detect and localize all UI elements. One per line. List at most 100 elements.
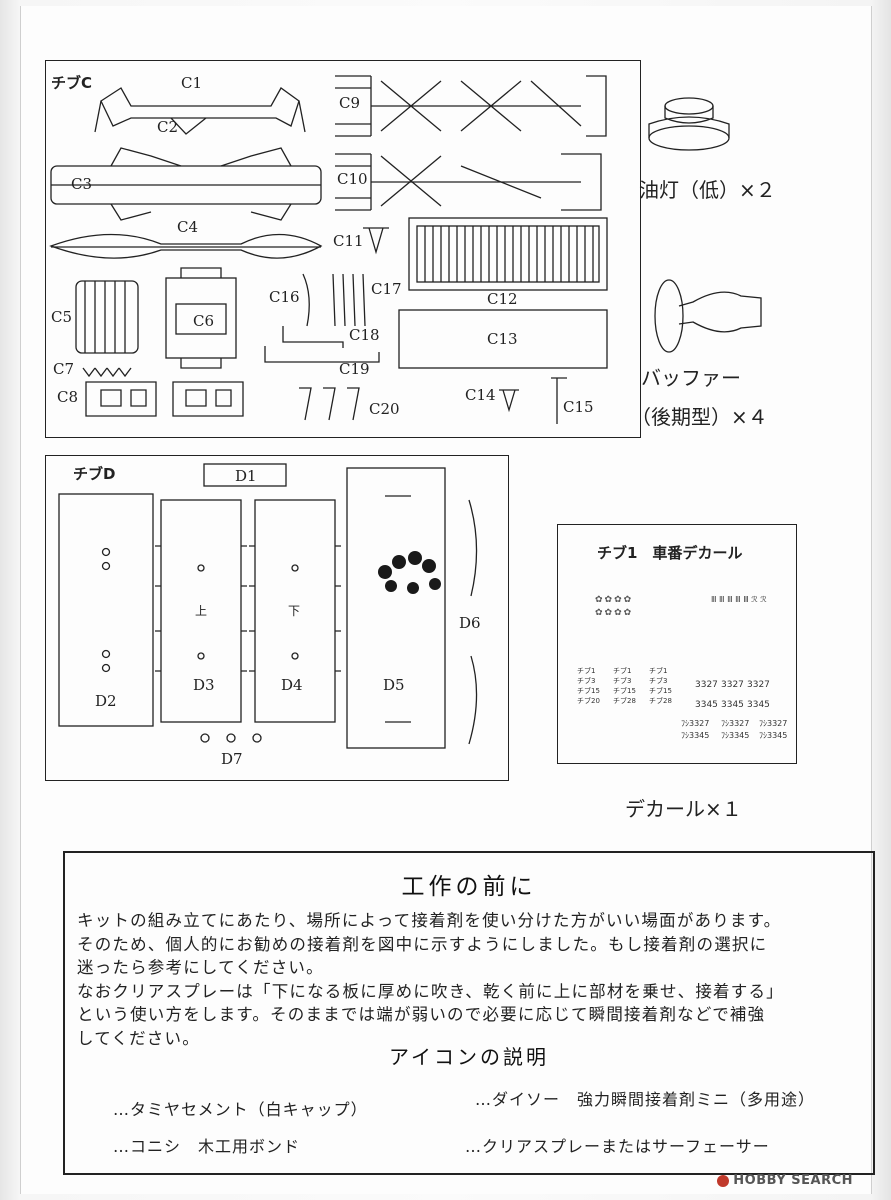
label-c15: C15 [563, 398, 594, 416]
decal-prefixed-3345-a: ﾌｼ3345 [681, 731, 710, 740]
part-d6-drawing [468, 499, 478, 745]
watermark: HOBBY SEARCH [717, 1173, 853, 1188]
label-c10: C10 [337, 170, 368, 188]
label-d2: D2 [95, 692, 117, 710]
notice-body: キットの組み立てにあたり、場所によって接着剤を使い分けた方がいい場面があります。… [77, 909, 867, 1050]
legend-tamiya-text: …タミヤセメント（白キャップ） [113, 1100, 368, 1119]
label-c4: C4 [177, 218, 199, 236]
label-d5: D5 [383, 676, 405, 694]
decal-3327-c: 3327 [747, 680, 770, 690]
decal-mid-num-4: チブ28 [613, 697, 636, 705]
sprue-d-header: チブD [73, 465, 116, 483]
decal-mid-num-2: チブ3 [613, 677, 632, 685]
part-c7-drawing [82, 367, 132, 378]
notice-line-1: キットの組み立てにあたり、場所によって接着剤を使い分けた方がいい場面があります。 [77, 911, 782, 930]
legend-konishi-text: …コニシ 木工用ボンド [113, 1137, 301, 1156]
notice-line-6: してください。 [77, 1028, 200, 1048]
part-c8-drawing [85, 381, 157, 417]
decal-label: デカール×１ [625, 797, 742, 821]
decal-right-num-2: チブ3 [649, 677, 668, 685]
sprue-c-header: チブC [51, 74, 93, 92]
instruction-sheet: チブC チブD [20, 6, 875, 1194]
label-c5: C5 [51, 308, 73, 326]
part-d4-drawing [254, 499, 336, 723]
label-c9: C9 [339, 94, 361, 112]
label-c11: C11 [333, 232, 364, 250]
icon-legend-title: アイコンの説明 [389, 1045, 549, 1069]
decal-left-num-1: チブ1 [577, 667, 596, 675]
part-c1-drawing [100, 87, 300, 127]
decal-left-num-2: チブ3 [577, 677, 596, 685]
sprue-d-frame [45, 455, 509, 781]
notice-box: 工作の前に キットの組み立てにあたり、場所によって接着剤を使い分けた方がいい場面… [63, 851, 875, 1175]
part-c13-drawing [398, 309, 608, 369]
decal-3345-a: 3345 [695, 700, 718, 710]
decal-bar-marks: Ⅲ Ⅲ Ⅲ Ⅲ Ⅲ ℛ ℛ [711, 595, 767, 604]
decal-prefixed-3327-a: ﾌｼ3327 [681, 719, 710, 728]
decal-left-num-3: チブ15 [577, 687, 600, 695]
decal-3345-c: 3345 [747, 700, 770, 710]
notice-line-2: そのため、個人的にお勧めの接着剤を図中に示すようにしました。もし接着剤の選択に [77, 934, 768, 954]
label-c3: C3 [71, 175, 93, 193]
label-d1: D1 [235, 467, 257, 485]
label-d3: D3 [193, 676, 215, 694]
part-c12-drawing [408, 217, 608, 291]
label-c12: C12 [487, 290, 518, 308]
part-c10-drawing [335, 153, 602, 211]
part-c14-drawing [499, 389, 519, 413]
decal-3327-b: 3327 [721, 680, 744, 690]
notice-line-4: なおクリアスプレーは「下になる板に厚めに吹き、乾く前に上に部材を乗せ、接着する」 [77, 981, 784, 1001]
sprue-c-frame [45, 60, 641, 438]
label-c2: C2 [157, 118, 179, 136]
part-d7-drawing [200, 733, 262, 743]
part-c15-drawing [551, 377, 567, 424]
buffer-drawing [654, 279, 762, 353]
part-c9-drawing [335, 75, 607, 137]
part-c4-drawing [49, 233, 323, 259]
label-c13: C13 [487, 330, 518, 348]
notice-line-5: という使い方をします。そのままでは端が弱いので必要に応じて瞬間接着剤などで補強 [77, 1005, 766, 1024]
part-c16-drawing [302, 273, 310, 327]
part-c2-drawing [170, 117, 207, 135]
part-d5-drawing [346, 467, 446, 749]
loose-parts-cluster [378, 551, 441, 594]
legend-spray-text: …クリアスプレーまたはサーフェーサー [465, 1137, 770, 1156]
decal-sheet [557, 524, 797, 764]
watermark-text: HOBBY SEARCH [733, 1173, 853, 1188]
decal-mid-num-3: チブ15 [613, 687, 636, 695]
decal-rosettes: ✿✿✿✿✿✿✿✿ [595, 595, 634, 618]
decal-left-num-4: チブ20 [577, 697, 600, 705]
label-c18: C18 [349, 326, 380, 344]
mark-upper: 上 [195, 604, 208, 618]
decal-prefixed-3327-b: ﾌｼ3327 [721, 719, 750, 728]
notice-title: 工作の前に [401, 874, 537, 900]
decal-right-num-3: チブ15 [649, 687, 672, 695]
oil-lamp-label: 油灯（低）×２ [639, 178, 776, 202]
part-d2-drawing [58, 493, 154, 727]
label-c8: C8 [57, 388, 79, 406]
label-c7: C7 [53, 360, 75, 378]
decal-prefixed-3345-b: ﾌｼ3345 [721, 731, 750, 740]
part-c18-drawing [282, 326, 344, 348]
label-d4: D4 [281, 676, 303, 694]
label-d7: D7 [221, 750, 243, 768]
parts-diagram [49, 75, 762, 749]
buffer-label-line1: バッファー [641, 366, 741, 390]
label-c1: C1 [181, 74, 203, 92]
part-c11-drawing [363, 227, 389, 255]
decal-3327-a: 3327 [695, 680, 718, 690]
part-c17-drawing [332, 273, 366, 327]
part-c20-drawing [299, 387, 360, 421]
label-c16: C16 [269, 288, 300, 306]
label-d6: D6 [459, 614, 481, 632]
decal-3345-b: 3345 [721, 700, 744, 710]
hobby-search-logo-icon [717, 1174, 730, 1187]
part-d3-drawing [160, 499, 242, 723]
part-c19-drawing [264, 346, 380, 363]
label-c6: C6 [193, 312, 215, 330]
label-c17: C17 [371, 280, 402, 298]
part-c6-drawing [165, 277, 237, 359]
decal-sheet-header: チブ1 車番デカール [597, 544, 743, 562]
label-c14: C14 [465, 386, 496, 404]
